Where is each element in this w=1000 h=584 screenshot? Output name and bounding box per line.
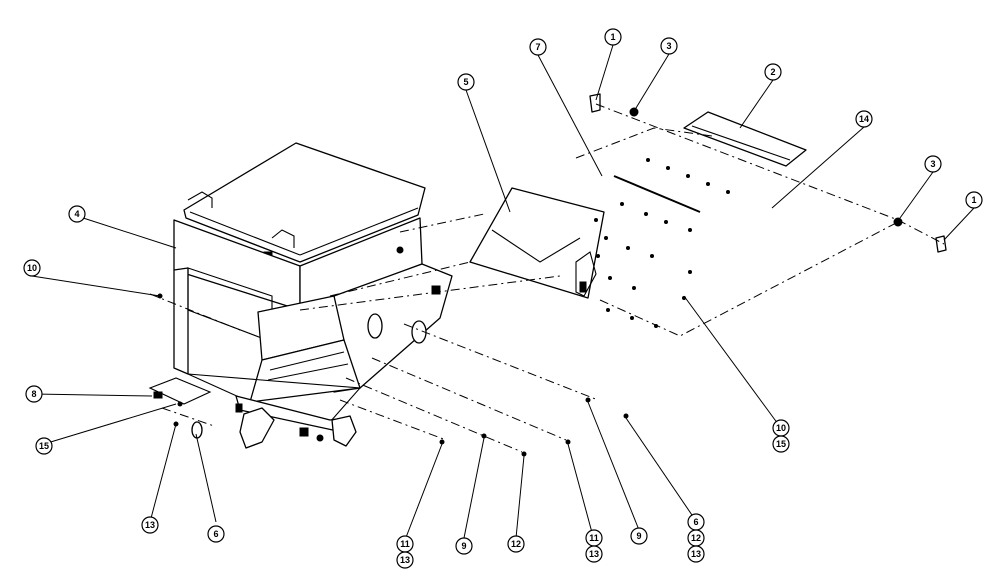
callout-1-right: 1 xyxy=(965,191,983,209)
mount-plate xyxy=(469,187,605,299)
callout-10-left: 10 xyxy=(23,259,41,277)
callout-11-a: 11 xyxy=(396,535,414,553)
lid-handle-right xyxy=(271,229,295,248)
svg-text:13: 13 xyxy=(589,549,599,559)
callout-2: 2 xyxy=(764,63,782,81)
svg-text:14: 14 xyxy=(859,114,869,124)
svg-text:3: 3 xyxy=(930,159,935,169)
svg-text:12: 12 xyxy=(691,533,701,543)
svg-text:1: 1 xyxy=(971,195,976,205)
svg-text:9: 9 xyxy=(636,531,641,541)
hopper-left-wall xyxy=(173,267,189,375)
svg-text:6: 6 xyxy=(693,517,698,527)
callout-12-b: 12 xyxy=(687,529,705,547)
svg-text:9: 9 xyxy=(461,541,466,551)
callout-13-left: 13 xyxy=(141,516,159,534)
callout-12-a: 12 xyxy=(507,535,525,553)
svg-text:13: 13 xyxy=(145,520,155,530)
callout-13-c: 13 xyxy=(687,545,705,563)
svg-text:13: 13 xyxy=(400,555,410,565)
washer-6 xyxy=(191,421,203,439)
svg-text:10: 10 xyxy=(776,423,786,433)
hopper-lid xyxy=(183,142,426,263)
callout-13-a: 13 xyxy=(396,551,414,569)
svg-text:8: 8 xyxy=(31,389,36,399)
hinge-right xyxy=(893,217,947,253)
callout-13-b: 13 xyxy=(585,545,603,563)
assembly-lines xyxy=(149,103,945,453)
callout-8: 8 xyxy=(25,385,43,403)
callout-5: 5 xyxy=(457,73,475,91)
callout-4: 4 xyxy=(68,205,86,223)
callout-6-b: 6 xyxy=(687,513,705,531)
fastener-dots xyxy=(157,158,730,457)
hopper-side-panel xyxy=(333,263,453,393)
hopper-body xyxy=(148,142,453,449)
svg-text:5: 5 xyxy=(463,77,468,87)
svg-text:6: 6 xyxy=(213,529,218,539)
svg-text:11: 11 xyxy=(400,539,410,549)
spinner-right xyxy=(331,415,357,447)
callout-15-left: 15 xyxy=(35,437,53,455)
svg-text:12: 12 xyxy=(511,539,521,549)
svg-text:15: 15 xyxy=(776,439,786,449)
leader-lines xyxy=(31,44,975,541)
callout-10-right: 10 xyxy=(772,419,790,437)
svg-text:15: 15 xyxy=(39,441,49,451)
plate-5 xyxy=(469,187,605,299)
svg-text:13: 13 xyxy=(691,549,701,559)
svg-text:2: 2 xyxy=(770,67,775,77)
lid-handle-left xyxy=(187,191,213,208)
svg-text:4: 4 xyxy=(74,209,79,219)
svg-text:11: 11 xyxy=(589,533,599,543)
spinner-left xyxy=(239,407,275,449)
callout-3-top: 3 xyxy=(660,37,678,55)
callout-6-left: 6 xyxy=(207,525,225,543)
cover-plate-2 xyxy=(683,111,807,167)
callout-7: 7 xyxy=(529,38,547,56)
hinge-left xyxy=(589,93,639,117)
svg-text:1: 1 xyxy=(610,32,615,42)
callout-1-top: 1 xyxy=(604,28,622,46)
callout-9-a: 9 xyxy=(455,537,473,555)
svg-text:3: 3 xyxy=(666,41,671,51)
rod-7 xyxy=(613,175,701,213)
svg-text:7: 7 xyxy=(535,42,540,52)
callout-9-b: 9 xyxy=(630,527,648,545)
callout-15-right: 15 xyxy=(772,435,790,453)
callout-11-b: 11 xyxy=(585,529,603,547)
callout-14: 14 xyxy=(855,110,873,128)
svg-text:10: 10 xyxy=(27,263,37,273)
callout-3-right: 3 xyxy=(924,155,942,173)
